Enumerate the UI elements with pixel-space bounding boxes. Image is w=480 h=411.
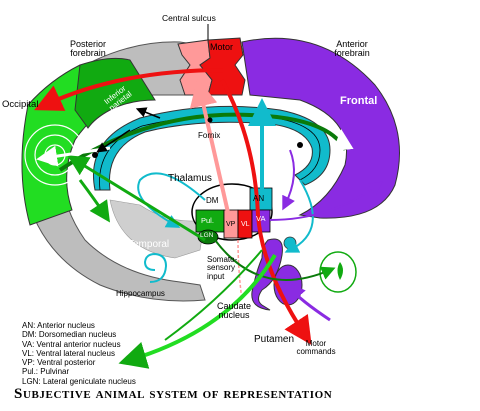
arrow-purple-loop — [282, 149, 295, 211]
dot-2 — [297, 142, 303, 148]
arrow-pink-up — [189, 78, 234, 231]
arrow-red-motor-down — [220, 79, 312, 346]
legend-item: DM: Dorsomedian nucleus — [22, 330, 117, 340]
arrow-green-bottom2 — [164, 249, 263, 341]
arrow-black-2 — [135, 107, 161, 119]
arrow-cyan-loop — [137, 172, 206, 228]
hippocampus-spiral — [143, 252, 168, 283]
label-an: AN — [253, 194, 265, 203]
label-thalamus: Thalamus — [168, 173, 212, 184]
legend-item: VP: Ventral posterior — [22, 358, 96, 368]
caption: Subjective animal system of representati… — [14, 386, 333, 402]
arrow-green-temporal — [78, 179, 110, 223]
label-posterior-forebrain: Posterior forebrain — [69, 39, 106, 59]
label-va: VA — [256, 214, 266, 223]
label-central-sulcus: Central sulcus — [162, 13, 216, 23]
label-dm: DM — [206, 196, 219, 205]
dot-3 — [207, 117, 213, 123]
legend-item: VL: Ventral lateral nucleus — [22, 348, 115, 358]
label-fornix: Fornix — [198, 131, 221, 140]
label-vl: VL — [241, 221, 250, 228]
label-temporal: Temporal — [128, 239, 170, 250]
arrow-purple-frontal — [269, 181, 383, 221]
legend: AN: Anterior nucleus DM: Dorsomedian nuc… — [22, 321, 136, 386]
label-caudate-nucleus: Caudate nucleus — [216, 301, 252, 321]
label-motor-commands: Motor commands — [296, 339, 336, 357]
legend-item: Pul.: Pulvinar — [22, 367, 70, 377]
arrow-cyan-long — [284, 179, 314, 253]
label-pul: Pul. — [201, 216, 214, 225]
arrow-green-lgn — [67, 155, 206, 242]
arrow-red-main — [34, 68, 226, 111]
legend-item: AN: Anterior nucleus — [22, 321, 95, 330]
label-motor: Motor — [210, 42, 234, 52]
legend-item: VA: Ventral anterior nucleus — [22, 339, 121, 349]
label-somatosensory-input: Somato-sensory input — [207, 255, 238, 281]
motor-strip — [199, 37, 246, 96]
dot-1 — [92, 152, 98, 158]
label-putamen: Putamen — [254, 334, 295, 345]
arrow-black-1 — [96, 129, 131, 153]
label-frontal: Frontal — [340, 95, 378, 107]
arrow-green-long — [214, 239, 336, 281]
arrow-white-frontal — [318, 129, 354, 197]
label-anterior-forebrain: Anterior forebrain — [334, 39, 370, 59]
label-hippocampus: Hippocampus — [116, 289, 165, 298]
arrow-purple-caudate — [284, 281, 331, 322]
legend-item: LGN: Lateral geniculate nucleus — [22, 376, 136, 386]
label-lgn: LGN — [200, 232, 214, 239]
arrow-green-bottom — [118, 253, 277, 369]
label-vp: VP — [226, 221, 236, 228]
label-occipital: Occipital — [2, 99, 39, 110]
